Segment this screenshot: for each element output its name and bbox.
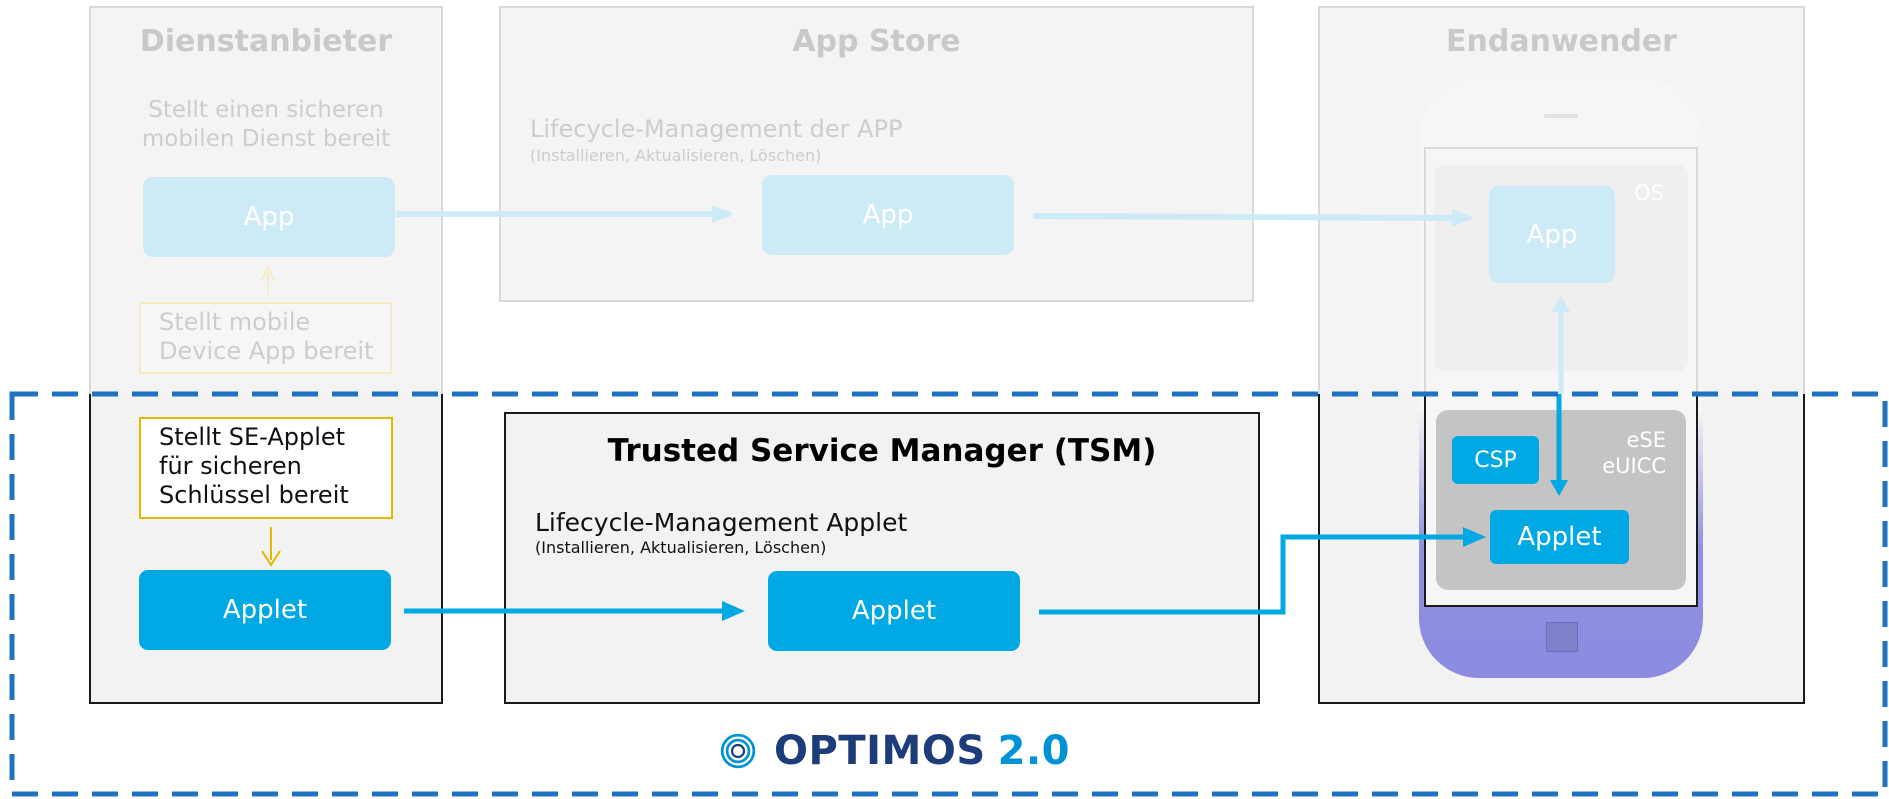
provider-app-note: Stellt mobile Device App bereit <box>139 302 392 374</box>
active-arrows <box>261 527 1486 621</box>
provider-applet-note-line1: Stellt SE-Applet <box>159 423 346 451</box>
tsm-applet-box[interactable]: Applet <box>768 571 1020 651</box>
phone-app-applet-arrow <box>1550 296 1570 496</box>
provider-app-note-line1: Stellt mobile <box>159 308 311 336</box>
csp-box[interactable]: CSP <box>1452 436 1539 484</box>
optimos-scope-border <box>9 391 1888 797</box>
provider-applet-box[interactable]: Applet <box>139 570 391 650</box>
provider-column-title: Dienstanbieter <box>139 24 393 59</box>
tsm-title: Trusted Service Manager (TSM) <box>607 433 1157 469</box>
optimos-logo: OPTIMOS 2.0 <box>720 718 1070 784</box>
provider-applet-note-line2: für sicheren <box>159 452 302 480</box>
enduser-column-title: Endanwender <box>1446 24 1677 59</box>
provider-description: Stellt einen sicheren mobilen Dienst ber… <box>89 96 443 154</box>
concentric-rings-icon <box>720 733 756 769</box>
phone-speaker <box>1544 114 1578 118</box>
secure-element-label-line2: eUICC <box>1602 454 1666 478</box>
appstore-lifecycle-sub: (Installieren, Aktualisieren, Löschen) <box>530 146 822 165</box>
provider-app-box[interactable]: App <box>143 177 395 257</box>
faded-arrows <box>260 205 1474 295</box>
arrow-tsm-applet-to-phone <box>1039 534 1468 615</box>
tsm-lifecycle-sub: (Installieren, Aktualisieren, Löschen) <box>535 538 827 557</box>
provider-description-line2: mobilen Dienst bereit <box>141 126 391 152</box>
phone-active-frame <box>1424 396 1698 607</box>
logo-version: 2.0 <box>997 728 1070 774</box>
provider-description-line1: Stellt einen sicheren <box>148 97 384 123</box>
tsm-panel <box>504 412 1260 704</box>
tsm-lifecycle-title: Lifecycle-Management Applet <box>535 508 908 537</box>
arrow-store-app-to-phone <box>1032 213 1456 221</box>
appstore-title: App Store <box>792 24 961 59</box>
phone-home-button <box>1546 622 1578 652</box>
logo-name: OPTIMOS <box>774 728 986 774</box>
provider-applet-note: Stellt SE-Applet für sicheren Schlüssel … <box>139 417 393 519</box>
appstore-app-box[interactable]: App <box>762 175 1014 255</box>
appstore-lifecycle-title: Lifecycle-Management der APP <box>530 115 903 143</box>
provider-app-note-line2: Device App bereit <box>159 337 374 365</box>
phone-app-box[interactable]: App <box>1489 186 1615 283</box>
phone-applet-box[interactable]: Applet <box>1490 510 1629 564</box>
secure-element-label: eSE eUICC <box>1590 427 1666 479</box>
os-label: OS <box>1634 181 1664 205</box>
secure-element-label-line1: eSE <box>1626 428 1666 452</box>
provider-applet-note-line3: Schlüssel bereit <box>159 481 349 509</box>
